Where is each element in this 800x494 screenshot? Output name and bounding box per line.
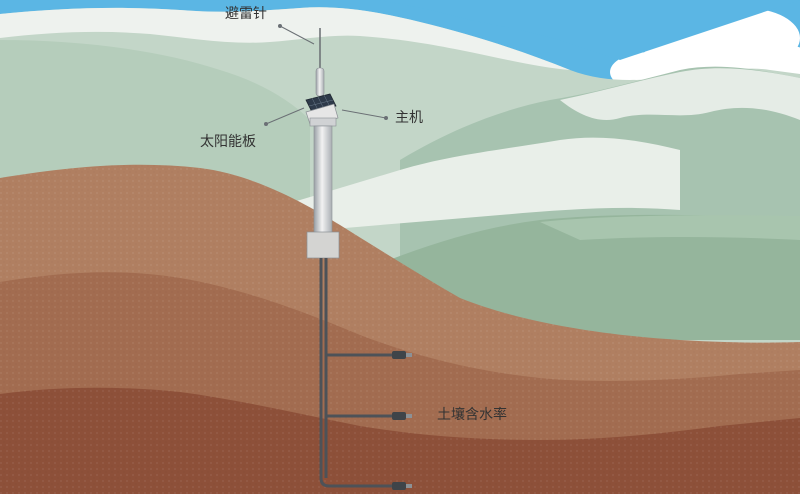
leader-lines xyxy=(264,24,388,126)
snow-valley xyxy=(250,137,680,230)
green-hill-light xyxy=(540,215,800,240)
host-unit-icon xyxy=(305,103,339,127)
mountain-far xyxy=(0,0,800,60)
pole-base xyxy=(306,231,340,259)
monitoring-pole xyxy=(313,125,333,237)
soil-sensor-cable xyxy=(319,258,392,488)
lightning-rod-icon xyxy=(315,28,325,97)
lightning-rod-label: 避雷针 xyxy=(225,6,267,22)
soil-moisture-label: 土壤含水率 xyxy=(437,407,507,423)
snow-patch-right xyxy=(560,68,800,120)
soil-sensor-icon xyxy=(392,351,412,490)
snow-ridge xyxy=(0,7,570,70)
host-unit-label: 主机 xyxy=(395,110,423,126)
solar-panel-label: 太阳能板 xyxy=(200,134,256,150)
